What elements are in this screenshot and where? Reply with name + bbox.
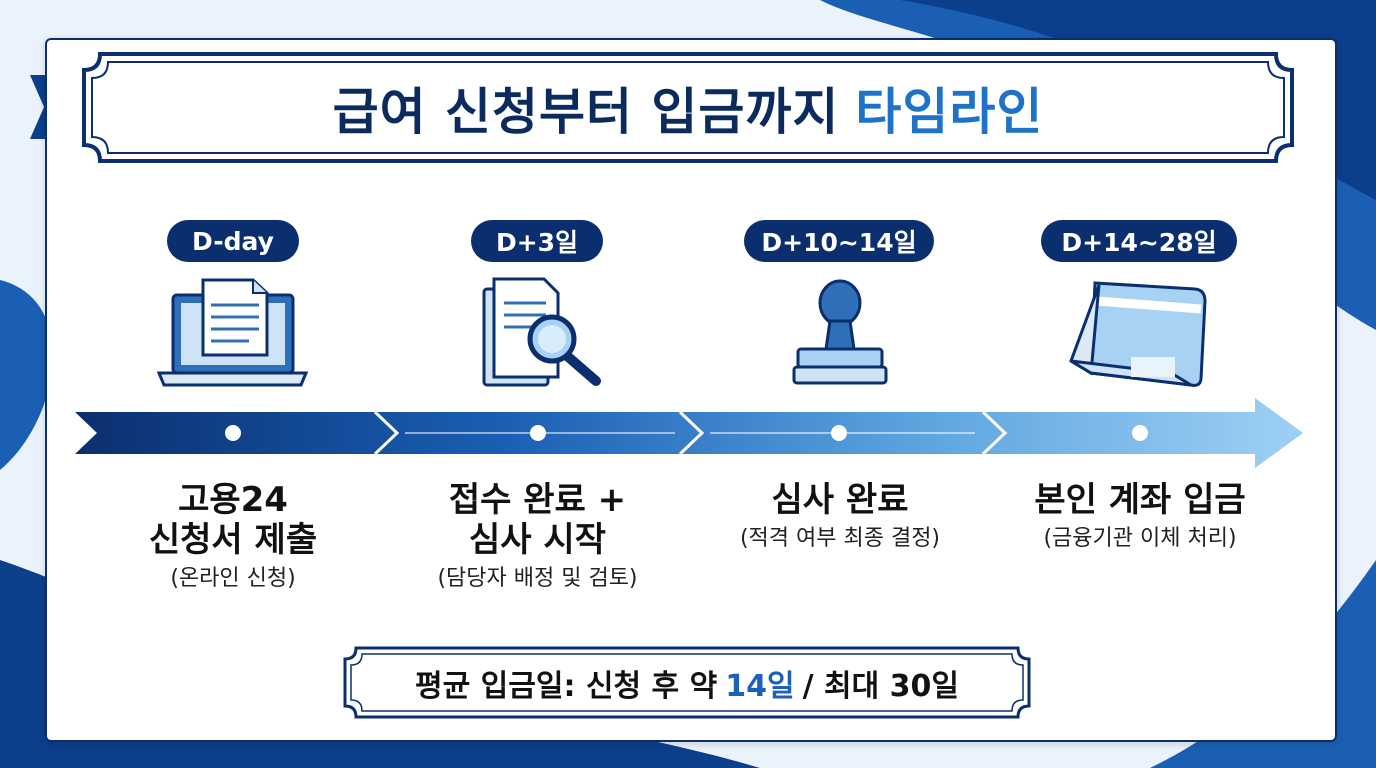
timeline-dot-2 xyxy=(530,425,546,441)
step-4-sub: (금융기관 이체 처리) xyxy=(1043,526,1237,551)
summary-suffix: / 최대 30일 xyxy=(802,668,959,704)
document-magnifier-icon xyxy=(482,277,601,387)
stamp-icon xyxy=(792,279,888,385)
title-main: 급여 신청부터 입금까지 xyxy=(332,82,840,141)
timeline-arrow xyxy=(75,398,1303,468)
step-1-line2: 신청서 제출 xyxy=(148,520,318,560)
laptop-document-icon xyxy=(156,278,309,387)
step-4-label: 본인 계좌 입금 (금융기관 이체 처리) xyxy=(1000,480,1280,554)
step-2-line1: 접수 완료 + xyxy=(448,480,627,520)
step-1-day-pill: D-day xyxy=(167,220,299,262)
title-banner-frame xyxy=(82,52,1294,163)
title-accent: 타임라인 xyxy=(855,82,1044,141)
step-2-label: 접수 완료 + 심사 시작 (담당자 배정 및 검토) xyxy=(395,480,680,594)
step-3-day-pill: D+10~14일 xyxy=(744,220,934,262)
timeline-dot-4 xyxy=(1132,425,1148,441)
step-3-label: 심사 완료 (적격 여부 최종 결정) xyxy=(700,480,980,554)
step-1-label: 고용24 신청서 제출 (온라인 신청) xyxy=(100,480,366,594)
step-3-sub: (적격 여부 최종 결정) xyxy=(739,526,941,551)
step-4-day-pill: D+14~28일 xyxy=(1041,220,1237,262)
summary-text: 평균 입금일: 신청 후 약 14일 / 최대 30일 xyxy=(342,645,1032,720)
step-2-line2: 심사 시작 xyxy=(469,520,606,560)
timeline-dot-3 xyxy=(831,425,847,441)
step-2-day-pill: D+3일 xyxy=(471,220,603,262)
timeline-dot-1 xyxy=(225,425,241,441)
step-1-line1: 고용24 xyxy=(178,480,288,520)
step-4-line1: 본인 계좌 입금 xyxy=(1034,480,1246,520)
step-2-sub: (담당자 배정 및 검토) xyxy=(437,566,638,591)
summary-highlight: 14일 xyxy=(725,668,795,704)
bankbook-icon xyxy=(1069,281,1207,387)
summary-prefix: 평균 입금일: 신청 후 약 xyxy=(415,668,718,704)
summary-banner-frame xyxy=(343,646,1031,719)
step-1-sub: (온라인 신청) xyxy=(170,566,296,591)
step-3-line1: 심사 완료 xyxy=(771,480,909,520)
page-title: 급여 신청부터 입금까지 타임라인 xyxy=(80,50,1296,165)
